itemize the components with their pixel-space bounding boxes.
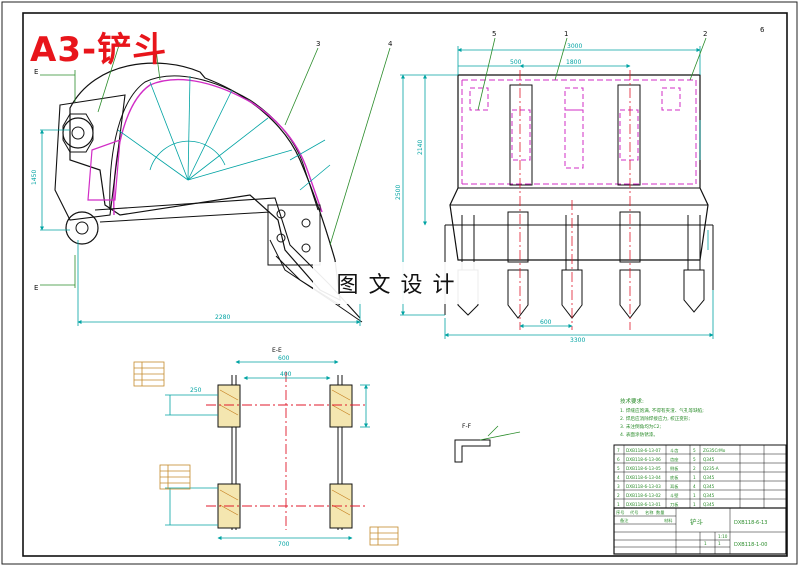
- bom-header-remark: 备注: [620, 517, 629, 524]
- tech-note-2: 2. 焊后应消除焊接应力, 校正变形;: [620, 415, 690, 422]
- bom-name: 刀板: [670, 501, 679, 508]
- front-top-left: 500: [510, 59, 522, 66]
- section-ff-view: F-F: [454, 423, 521, 463]
- bill-of-materials: 7 DXB118-6-13-07 斗齿 5 ZG35CrMo 6 DXB118-…: [613, 444, 787, 509]
- scale-value: 1:10: [718, 534, 728, 539]
- bom-material: Q345: [703, 493, 715, 498]
- watermark-label: 图文设计: [313, 262, 488, 304]
- bom-header-qty: 数量: [656, 509, 664, 516]
- bom-qty: 1: [693, 475, 696, 480]
- balloon-6: 6: [760, 26, 765, 34]
- balloon-1: 1: [564, 30, 568, 38]
- sheet-badge: A3-铲斗: [30, 30, 168, 70]
- bom-name: 斗齿: [670, 448, 678, 454]
- bom-material: Q345: [703, 502, 715, 507]
- section-ff-label: F-F: [462, 423, 472, 430]
- section-mark-top: E: [34, 68, 38, 76]
- sheet-number: 1: [718, 541, 721, 546]
- bom-no: 4: [617, 475, 620, 480]
- bom-code: DXB118-6-13-07: [626, 448, 661, 453]
- bom-name: 侧板: [670, 465, 679, 472]
- bom-qty: 1: [693, 502, 696, 507]
- drawing-number: DXB118-6-13: [734, 520, 767, 526]
- bom-header-material: 材料: [664, 517, 673, 524]
- tech-note-3: 3. 未注倒角均为C2;: [620, 423, 662, 430]
- bom-material: Q345: [703, 484, 715, 489]
- section-ee-label: E-E: [272, 347, 282, 354]
- tech-notes-heading: 技术要求:: [620, 397, 644, 405]
- lower-pin-boss: [65, 211, 99, 245]
- bom-qty: 4: [693, 484, 696, 489]
- bom-no: 1: [617, 502, 620, 507]
- bom-material: Q235-A: [703, 466, 719, 471]
- balloon-4: 4: [388, 40, 393, 48]
- bom-qty: 5: [693, 448, 696, 453]
- tech-note-1: 1. 焊缝应饱满, 不得有夹渣、气孔等缺陷;: [620, 407, 704, 414]
- bom-qty: 5: [693, 457, 696, 462]
- tolerance-frame-right: [369, 526, 399, 546]
- side-height-dim: 1450: [31, 170, 38, 185]
- bom-header-code: 代号: [630, 509, 638, 516]
- bom-qty: 1: [693, 493, 696, 498]
- assembly-number: DXB118-1-00: [734, 542, 767, 548]
- side-width-dim: 2280: [215, 314, 230, 321]
- bom-header-name: 名称: [645, 509, 653, 516]
- front-overall-width: 3000: [567, 43, 582, 50]
- bom-material: Q345: [703, 457, 715, 462]
- bom-no: 5: [617, 466, 620, 471]
- balloon-2: 2: [703, 30, 707, 38]
- sheet-count: 1: [704, 541, 707, 546]
- bom-code: DXB118-6-13-03: [626, 484, 661, 489]
- boss-hatched: [217, 384, 353, 529]
- ee-inner-dim: 400: [280, 371, 292, 378]
- bom-code: DXB118-6-13-02: [626, 493, 661, 498]
- front-view: 3000 1800 500 2500 2140 3300 600 5 1 2 6: [395, 26, 765, 344]
- bom-no: 2: [617, 493, 620, 498]
- section-mark-bottom: E: [34, 284, 38, 292]
- part-name: 铲斗: [690, 517, 704, 526]
- bom-code: DXB118-6-13-06: [626, 457, 661, 462]
- bom-name: 耳板: [670, 483, 679, 490]
- bom-name: 齿座: [670, 456, 678, 463]
- title-block: 序号 代号 名称 数量 材料 备注 1:10 1 1 铲斗 DXB118-6-1…: [613, 507, 787, 555]
- bom-code: DXB118-6-13-01: [626, 502, 661, 507]
- tech-note-4: 4. 表面涂防锈漆。: [620, 431, 658, 438]
- bom-code: DXB118-6-13-05: [626, 466, 661, 471]
- balloon-3: 3: [316, 40, 320, 48]
- bom-material: Q345: [703, 475, 715, 480]
- bom-header-no: 序号: [616, 509, 624, 516]
- front-height: 2500: [395, 185, 402, 200]
- upper-pin-boss: [62, 117, 94, 149]
- front-bottom-left: 600: [540, 319, 552, 326]
- bom-no: 7: [617, 448, 620, 453]
- bom-material: ZG35CrMo: [703, 448, 726, 453]
- front-bottom-total: 3300: [570, 337, 585, 344]
- bom-name: 底板: [670, 474, 679, 481]
- ee-bottom-dim: 700: [278, 541, 290, 548]
- ee-top-dim: 600: [278, 355, 290, 362]
- bom-no: 3: [617, 484, 620, 489]
- inner-frame: [22, 12, 788, 557]
- balloon-5: 5: [492, 30, 496, 38]
- section-ee-view: E-E: [133, 347, 399, 548]
- bom-name: 斗壁: [670, 492, 678, 498]
- ee-left-dim: 250: [190, 387, 202, 394]
- bom-qty: 2: [693, 466, 696, 471]
- technical-requirements: 技术要求: 1. 焊缝应饱满, 不得有夹渣、气孔等缺陷; 2. 焊后应消除焊接应…: [620, 397, 704, 438]
- bom-no: 6: [617, 457, 620, 462]
- bom-code: DXB118-6-13-04: [626, 475, 661, 480]
- front-body: 2140: [417, 140, 424, 155]
- front-top-inner: 1800: [566, 59, 581, 66]
